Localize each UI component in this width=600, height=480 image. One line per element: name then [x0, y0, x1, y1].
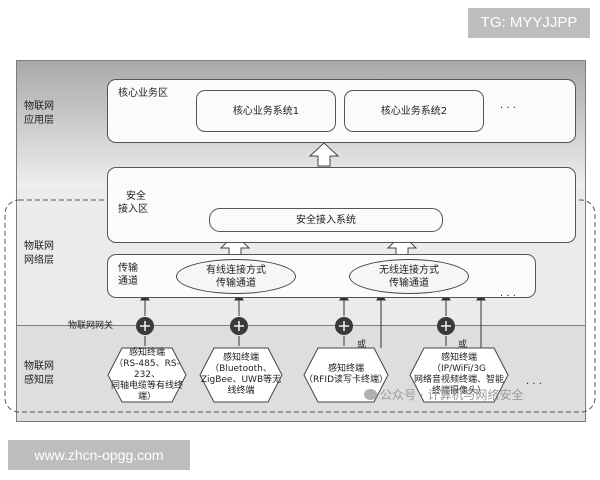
sense-ellipsis: · · ·: [526, 379, 542, 390]
core-business-zone: [107, 79, 576, 143]
terminal-wired: 感知终端 （RS-485、RS-232、 同轴电缆等有线终 端）: [110, 347, 183, 402]
terminal-wireless: 感知终端 （Bluetooth、 ZigBee、UWB等无 线终端: [200, 353, 282, 396]
gateway-label: 物联网网关: [68, 321, 114, 331]
site-watermark: www.zhcn-opgg.com: [8, 440, 190, 470]
layer-label-network: 物联网 网络层: [24, 241, 54, 266]
gateway-router-icon: [230, 317, 248, 335]
core-zone-label: 核心业务区: [118, 88, 168, 99]
terminal-hex-4: [409, 347, 509, 403]
transport-channel: [107, 254, 536, 298]
core-ellipsis: · · ·: [500, 103, 516, 114]
tg-watermark: TG: MYYJJPP: [468, 8, 590, 38]
terminal-ip: 感知终端 （IP/WiFi/3G 网络音视频终端、智能 终端摄像头）: [413, 353, 504, 396]
wechat-icon: [364, 389, 377, 400]
gateway-router-icon: [136, 317, 154, 335]
terminal-rfid: 感知终端 （RFID读写卡终端）: [304, 364, 389, 385]
layer-label-application: 物联网 应用层: [24, 101, 54, 126]
or-label: 或: [357, 340, 367, 350]
secure-zone-label: 安全 接入区: [118, 191, 148, 215]
secure-access-system: 安全接入系统: [209, 208, 443, 232]
wired-channel: 有线连接方式传输通道: [176, 259, 296, 294]
gateway-router-icon: [437, 317, 455, 335]
terminal-hex-2: [199, 347, 283, 403]
core-system-1: 核心业务系统1: [196, 90, 336, 132]
transport-ellipsis: · · ·: [500, 291, 516, 302]
or-label: 或: [458, 340, 468, 350]
terminal-hex-3: [303, 347, 389, 403]
transport-label: 传输 通道: [118, 263, 138, 287]
core-system-2: 核心业务系统2: [344, 90, 484, 132]
terminal-hex-1: [107, 347, 187, 403]
arrow-to-core: [308, 142, 340, 167]
layer-label-sensing: 物联网 感知层: [24, 361, 54, 386]
wechat-watermark: 公众号 · 计算机与网络安全: [364, 386, 523, 403]
wireless-channel: 无线连接方式传输通道: [349, 259, 469, 294]
gateway-router-icon: [335, 317, 353, 335]
